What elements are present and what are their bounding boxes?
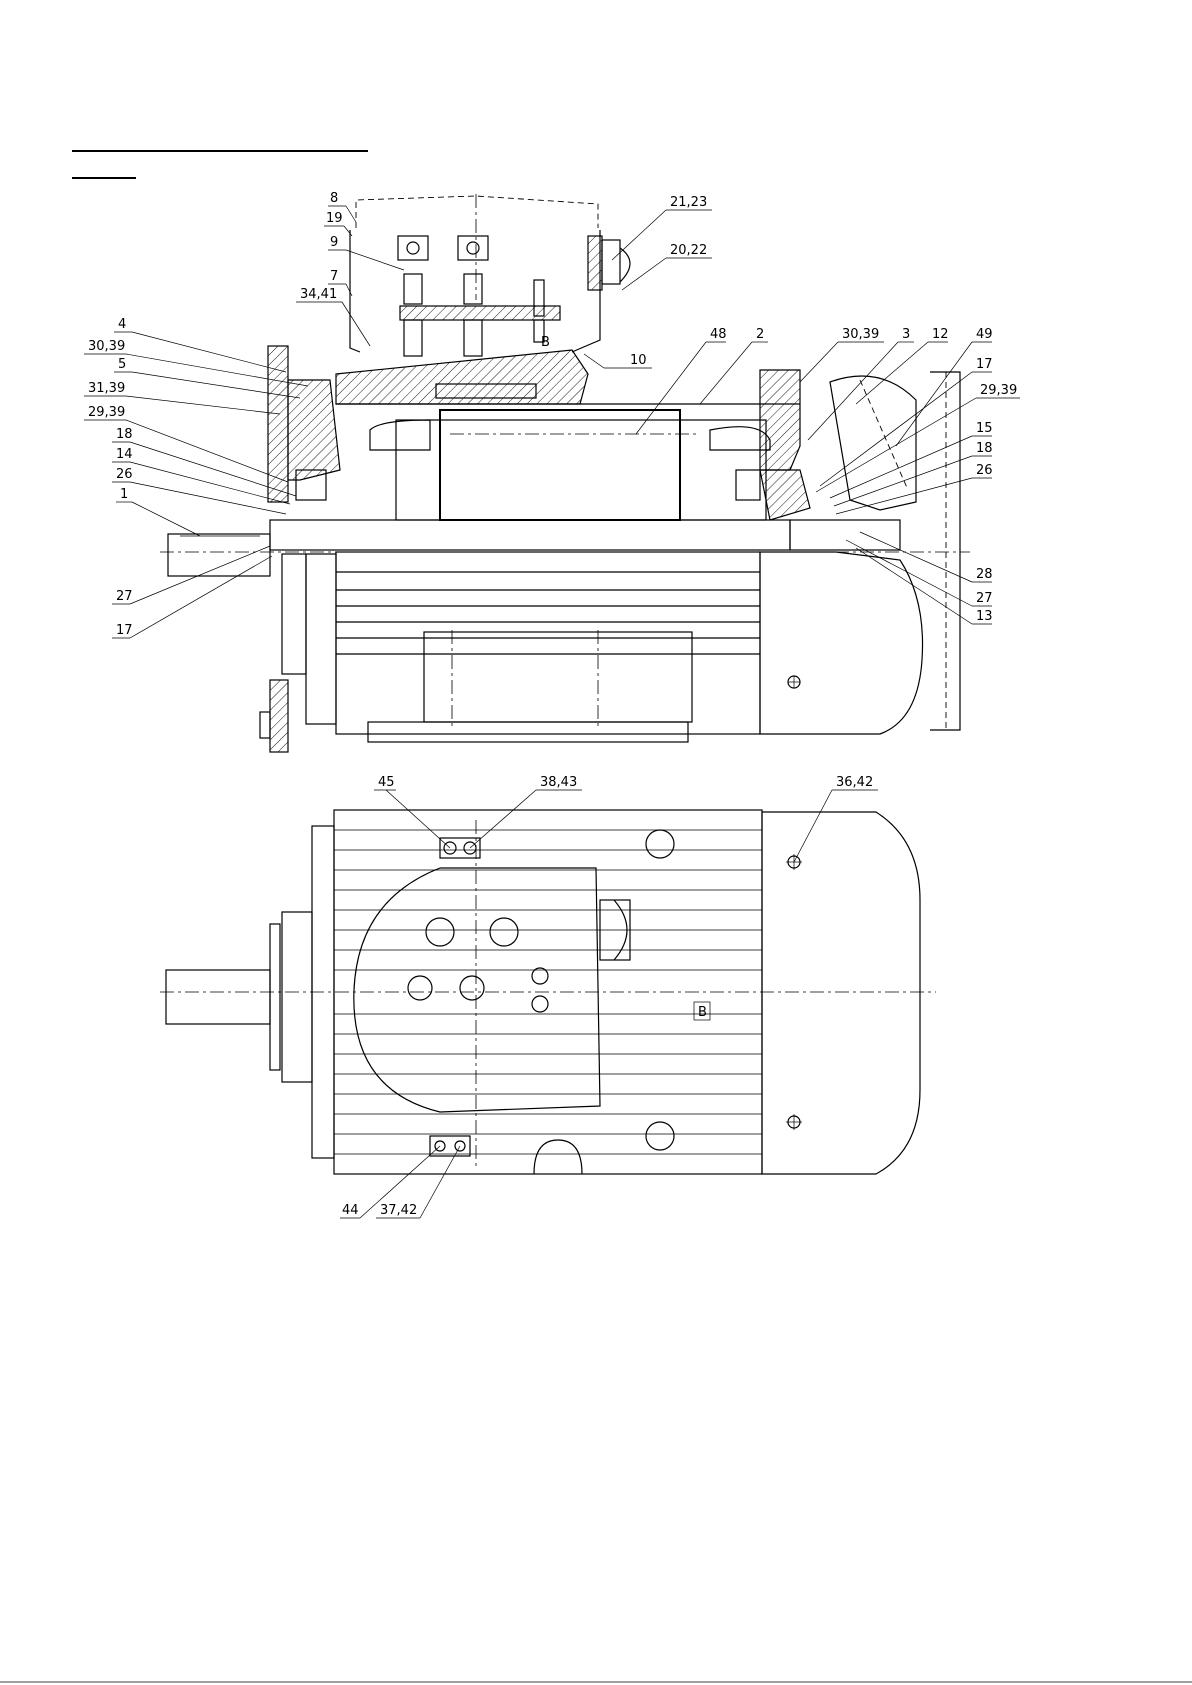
label-3: 3 [902,327,910,342]
label-18-right: 18 [976,441,993,456]
label-27-right: 27 [976,591,993,606]
label-38-43: 38,43 [540,775,577,790]
label-17-left: 17 [116,623,133,638]
label-48: 48 [710,327,727,342]
label-2: 2 [756,327,764,342]
section-labels: 8 19 9 7 34,41 4 30,39 5 31,39 29,39 18 … [84,191,1020,638]
terminal-marking-b: B [541,335,550,350]
label-37-42: 37,42 [380,1203,417,1218]
label-17-right: 17 [976,357,993,372]
label-14: 14 [116,447,133,462]
label-19: 19 [326,211,343,226]
label-5: 5 [118,357,126,372]
label-49: 49 [976,327,993,342]
label-20-22: 20,22 [670,243,707,258]
plan-terminal-marking-b: B [698,1005,707,1020]
label-36-42: 36,42 [836,775,873,790]
label-45: 45 [378,775,395,790]
label-44: 44 [342,1203,359,1218]
label-9: 9 [330,235,338,250]
terminal-box: B [350,194,630,356]
label-29-39-left: 29,39 [88,405,125,420]
label-10: 10 [630,353,647,368]
plan-view: B 45 38,43 36,42 44 37,42 [160,775,936,1218]
label-28: 28 [976,567,993,582]
label-18-left: 18 [116,427,133,442]
label-21-23: 21,23 [670,195,707,210]
plan-labels: 45 38,43 36,42 44 37,42 [340,775,878,1218]
finned-body-side [282,552,923,742]
label-15: 15 [976,421,993,436]
label-31-39: 31,39 [88,381,125,396]
label-30-39-right: 30,39 [842,327,879,342]
label-29-39-right: 29,39 [980,383,1017,398]
label-34-41: 34,41 [300,287,337,302]
label-8: 8 [330,191,338,206]
label-4: 4 [118,317,126,332]
label-30-39-left: 30,39 [88,339,125,354]
label-13: 13 [976,609,993,624]
terminal-box-plan: B [354,820,710,1174]
label-26-left: 26 [116,467,133,482]
label-27-left: 27 [116,589,133,604]
label-12: 12 [932,327,949,342]
label-7: 7 [330,269,338,284]
label-26-right: 26 [976,463,993,478]
section-view: B [84,191,1020,752]
label-1: 1 [120,487,128,502]
housing-section [260,346,960,752]
